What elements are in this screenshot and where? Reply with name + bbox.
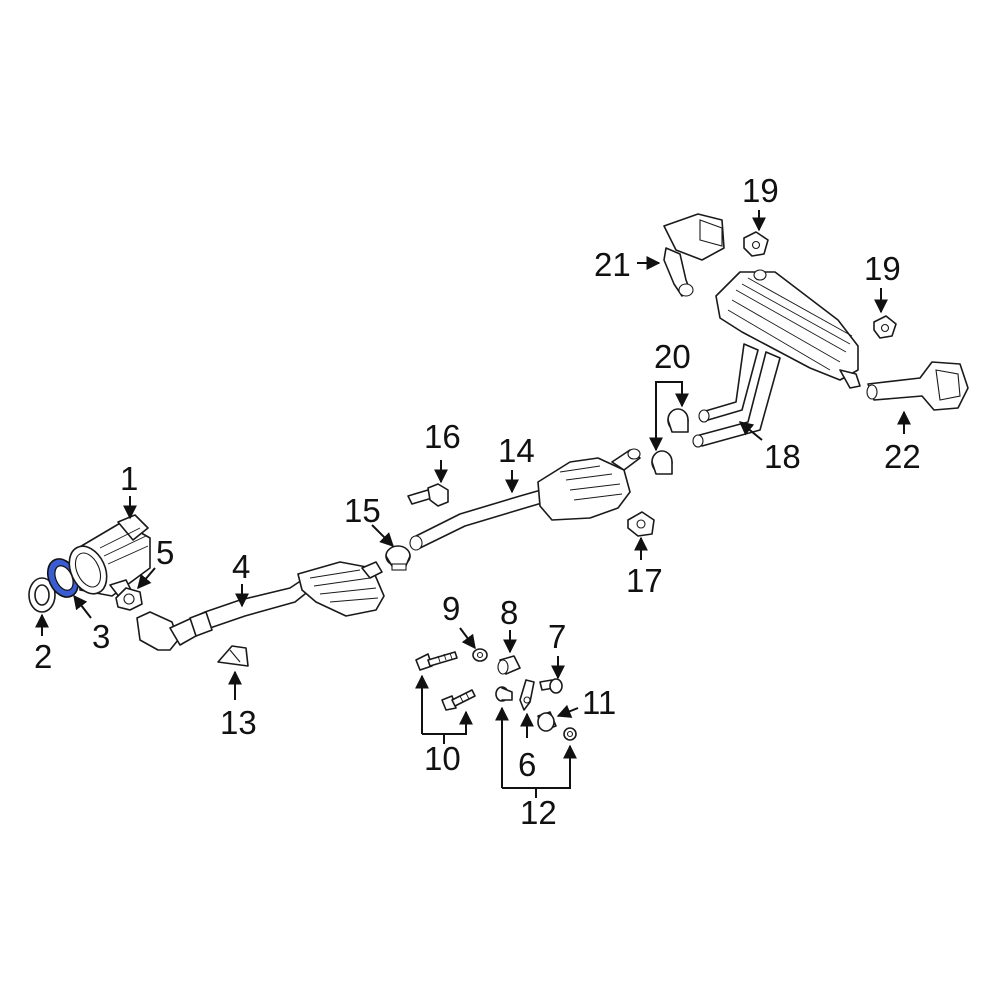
- part-11-bushing: [537, 711, 557, 732]
- part-2-gasket-ring: [28, 577, 56, 613]
- callout-6: 6: [518, 746, 536, 783]
- part-21-tail-tip-left: [663, 213, 725, 297]
- part-22-tail-tip-right: [866, 361, 969, 411]
- callout-12: 12: [520, 794, 557, 831]
- callout-17: 17: [626, 562, 663, 599]
- part-17-bracket: [627, 511, 655, 537]
- part-1-inlet-pipe: [68, 514, 151, 599]
- part-15-clamp: [385, 545, 411, 571]
- callout-16: 16: [424, 418, 461, 455]
- callout-22: 22: [884, 438, 921, 475]
- callout-19-top: 19: [742, 172, 779, 209]
- callout-15: 15: [344, 492, 381, 529]
- callout-1: 1: [120, 460, 138, 497]
- callout-labels: 1 2 3 4 5 6 7 8 9 10 11 12 13 14 15 16 1…: [34, 172, 921, 831]
- part-16-bracket: [407, 483, 449, 507]
- part-5-flange-gasket: [115, 587, 143, 611]
- callout-21: 21: [594, 246, 631, 283]
- callout-14: 14: [498, 432, 535, 469]
- callout-10: 10: [424, 740, 461, 777]
- callout-8: 8: [500, 594, 518, 631]
- part-10-bolts: [415, 651, 476, 711]
- callout-5: 5: [156, 534, 174, 571]
- callout-13: 13: [220, 704, 257, 741]
- callout-3: 3: [92, 618, 110, 655]
- part-14-intermediate-pipe: [409, 448, 641, 551]
- callout-19-right: 19: [864, 250, 901, 287]
- part-19-hanger-top: [743, 231, 769, 257]
- part-8-spacer: [497, 655, 521, 675]
- part-9-washer: [472, 648, 488, 662]
- part-13-bracket: [217, 645, 249, 667]
- callout-9: 9: [442, 590, 460, 627]
- part-7-screw: [539, 678, 563, 694]
- callout-2: 2: [34, 638, 52, 675]
- callout-11: 11: [582, 684, 616, 721]
- leader-lines: [35, 210, 911, 798]
- callout-20: 20: [654, 338, 691, 375]
- callout-4: 4: [232, 548, 250, 585]
- part-4-front-pipe-muffler: [136, 561, 385, 651]
- part-20-clamps: [651, 408, 689, 475]
- callout-7: 7: [548, 618, 566, 655]
- part-6-strap: [519, 679, 535, 711]
- callout-18: 18: [764, 438, 801, 475]
- part-18-rear-muffler: [692, 269, 861, 448]
- part-12-nuts: [495, 686, 577, 741]
- part-19-hanger-right: [873, 315, 897, 339]
